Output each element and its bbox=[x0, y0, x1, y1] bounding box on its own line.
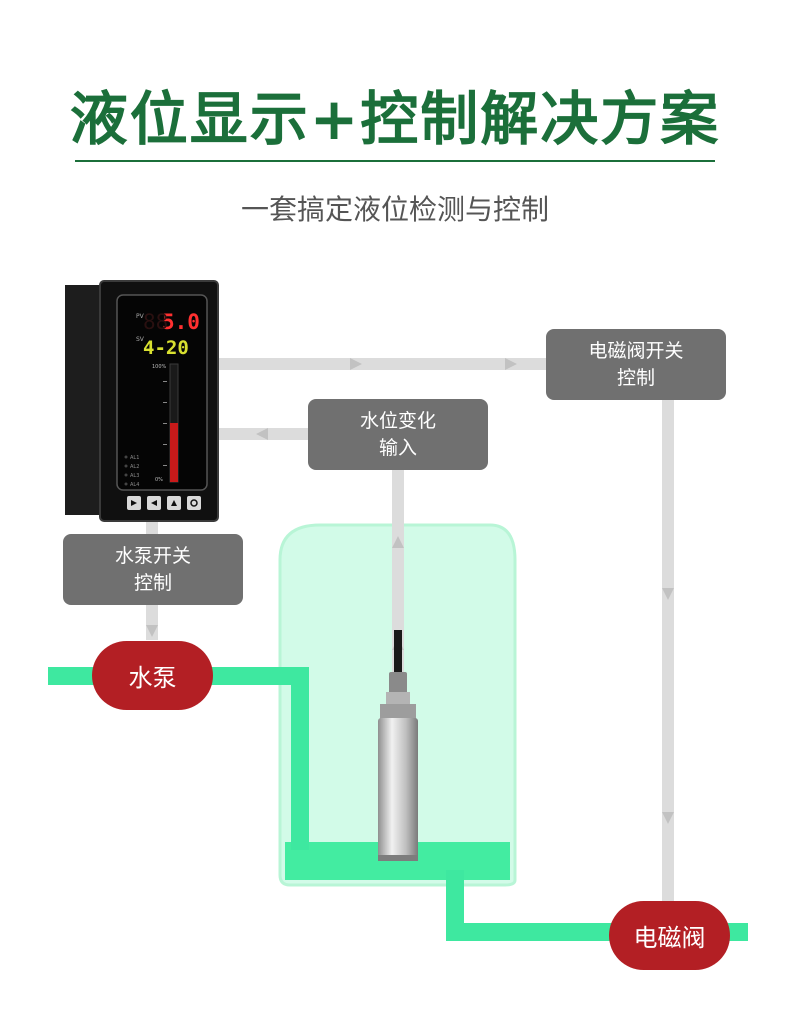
alarm-label-3: AL3 bbox=[130, 473, 139, 479]
bar-bottom-label: 0% bbox=[155, 477, 163, 483]
level-sensor-probe bbox=[378, 718, 418, 860]
page-title: 液位显示+控制解决方案 bbox=[69, 85, 721, 153]
sv-display: 4-20 bbox=[143, 337, 189, 359]
level-change-input-label: 水位变化 输入 bbox=[308, 399, 488, 470]
solenoid-valve-oval: 电磁阀 bbox=[609, 901, 730, 970]
page-subtitle: 一套搞定液位检测与控制 bbox=[240, 193, 549, 226]
alarm-label-2: AL2 bbox=[130, 464, 139, 470]
bar-top-label: 100% bbox=[152, 364, 167, 370]
controller-button-4 bbox=[187, 496, 201, 510]
title-divider bbox=[75, 160, 715, 162]
sensor-cable bbox=[394, 630, 402, 688]
pump-switch-control-label: 水泵开关 控制 bbox=[63, 534, 243, 605]
sv-label: SV bbox=[136, 336, 145, 343]
pv-ghost-digits: 88 bbox=[143, 310, 168, 334]
alarm-label-4: AL4 bbox=[130, 482, 139, 488]
pump-oval: 水泵 bbox=[92, 641, 213, 710]
pv-display: 5.0 bbox=[162, 310, 200, 334]
level-bar-fill bbox=[170, 423, 178, 482]
pv-label: PV bbox=[136, 313, 145, 320]
valve-switch-control-label: 电磁阀开关 控制 bbox=[546, 329, 726, 400]
level-controller: PV 5.0 88 SV 4-20 100% 0% AL1 AL2 AL3 AL… bbox=[65, 280, 219, 522]
alarm-label-1: AL1 bbox=[130, 455, 139, 461]
